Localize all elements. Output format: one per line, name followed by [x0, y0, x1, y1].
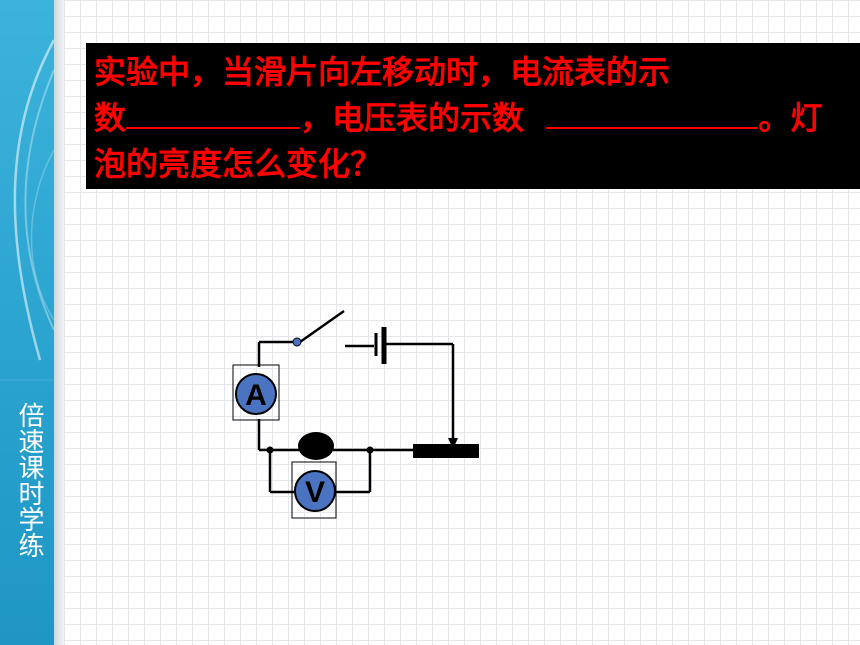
switch-pivot [292, 337, 302, 347]
question-line-2: 数 ，电压表的示数 。灯 [94, 95, 860, 141]
question-line-3: 泡的亮度怎么变化？ [94, 145, 383, 183]
question-box: 实验中，当滑片向左移动时，电流表的示 数 ，电压表的示数 。灯 泡的亮度怎么变化？ [86, 43, 860, 189]
voltage-answer-blank [546, 95, 759, 129]
sidebar-edge [54, 0, 64, 645]
ammeter [235, 373, 277, 415]
sidebar: 倍速课时学练 [0, 0, 54, 645]
lamp-bulb [298, 432, 334, 460]
sidebar-title: 倍速课时学练 [14, 402, 44, 558]
ammeter-label: A [245, 379, 267, 412]
junction-left [266, 446, 274, 454]
rheostat [413, 444, 479, 458]
question-text: 实验中，当滑片向左移动时，电流表的示 数 ，电压表的示数 。灯 泡的亮度怎么变化？ [94, 49, 860, 187]
question-line-2-part-3: 。灯 [758, 99, 823, 137]
slider-arrow-icon [448, 438, 458, 449]
switch-blade [299, 309, 345, 344]
junction-right [366, 446, 374, 454]
voltmeter-label: V [305, 476, 325, 509]
question-line-2-part-2: ，电压表的示数 [300, 99, 525, 137]
voltmeter-frame [291, 461, 337, 519]
voltmeter [294, 470, 336, 512]
current-answer-blank [126, 95, 301, 129]
question-line-2-part-1: 数 [94, 99, 127, 137]
ammeter-frame [232, 364, 280, 421]
question-line-1: 实验中，当滑片向左移动时，电流表的示 [94, 53, 671, 91]
sidebar-swirl-decoration [0, 39, 54, 381]
